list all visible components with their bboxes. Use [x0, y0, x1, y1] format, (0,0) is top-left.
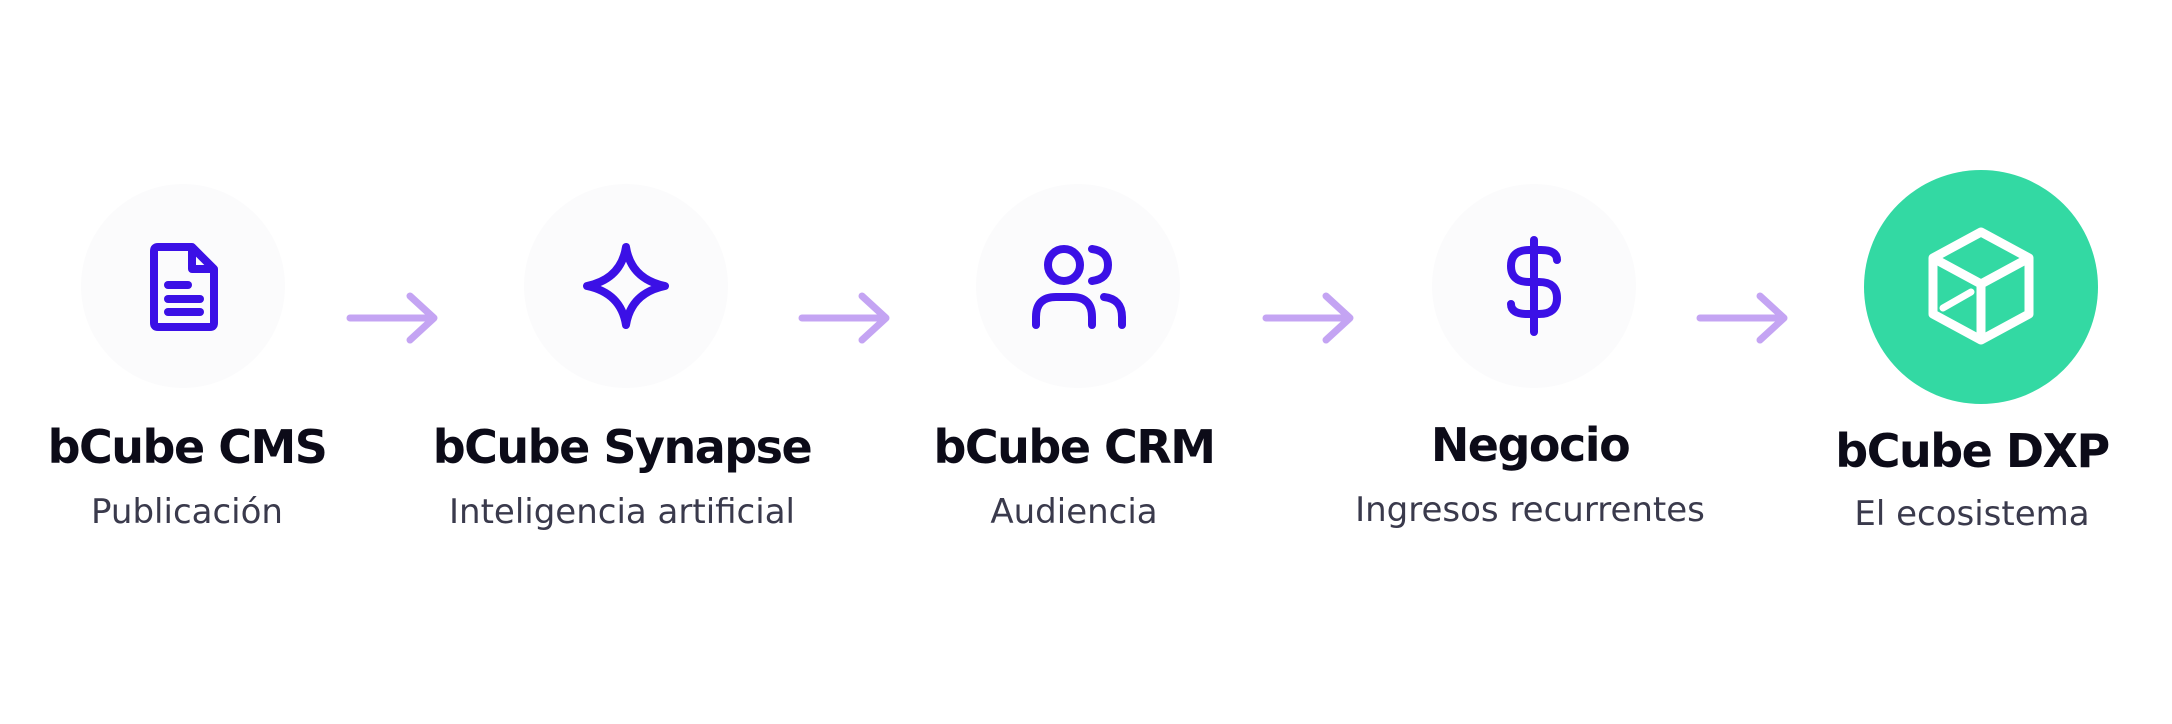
step-synapse-title: bCube Synapse — [432, 420, 813, 474]
step-dxp-title: bCube DXP — [1835, 424, 2110, 478]
step-dxp-subtitle: El ecosistema — [1854, 494, 2090, 534]
step-synapse-circle — [524, 184, 728, 388]
arrow-icon — [1696, 292, 1788, 344]
step-cms-title: bCube CMS — [47, 420, 328, 474]
step-negocio: Negocio Ingresos recurrentes — [1330, 0, 1730, 724]
step-cms: bCube CMS Publicación — [0, 0, 387, 724]
step-dxp: bCube DXP El ecosistema — [1772, 0, 2172, 724]
sparkle-icon — [583, 243, 669, 329]
step-crm-title: bCube CRM — [933, 420, 1216, 474]
step-crm-circle — [976, 184, 1180, 388]
arrow-icon — [1262, 292, 1354, 344]
cube-icon — [1928, 227, 2034, 345]
arrow-icon — [798, 292, 890, 344]
document-icon — [150, 243, 218, 331]
step-crm: bCube CRM Audiencia — [874, 0, 1274, 724]
dollar-icon — [1507, 236, 1561, 336]
step-negocio-circle — [1432, 184, 1636, 388]
step-cms-circle — [81, 184, 285, 388]
step-synapse: bCube Synapse Inteligencia artificial — [422, 0, 822, 724]
users-icon — [1032, 245, 1126, 329]
step-dxp-circle — [1864, 170, 2098, 404]
arrow-icon — [346, 292, 438, 344]
step-negocio-subtitle: Ingresos recurrentes — [1355, 490, 1705, 530]
step-crm-subtitle: Audiencia — [990, 492, 1158, 532]
step-negocio-title: Negocio — [1430, 418, 1631, 472]
step-cms-subtitle: Publicación — [91, 492, 283, 532]
step-synapse-subtitle: Inteligencia artificial — [449, 492, 795, 532]
